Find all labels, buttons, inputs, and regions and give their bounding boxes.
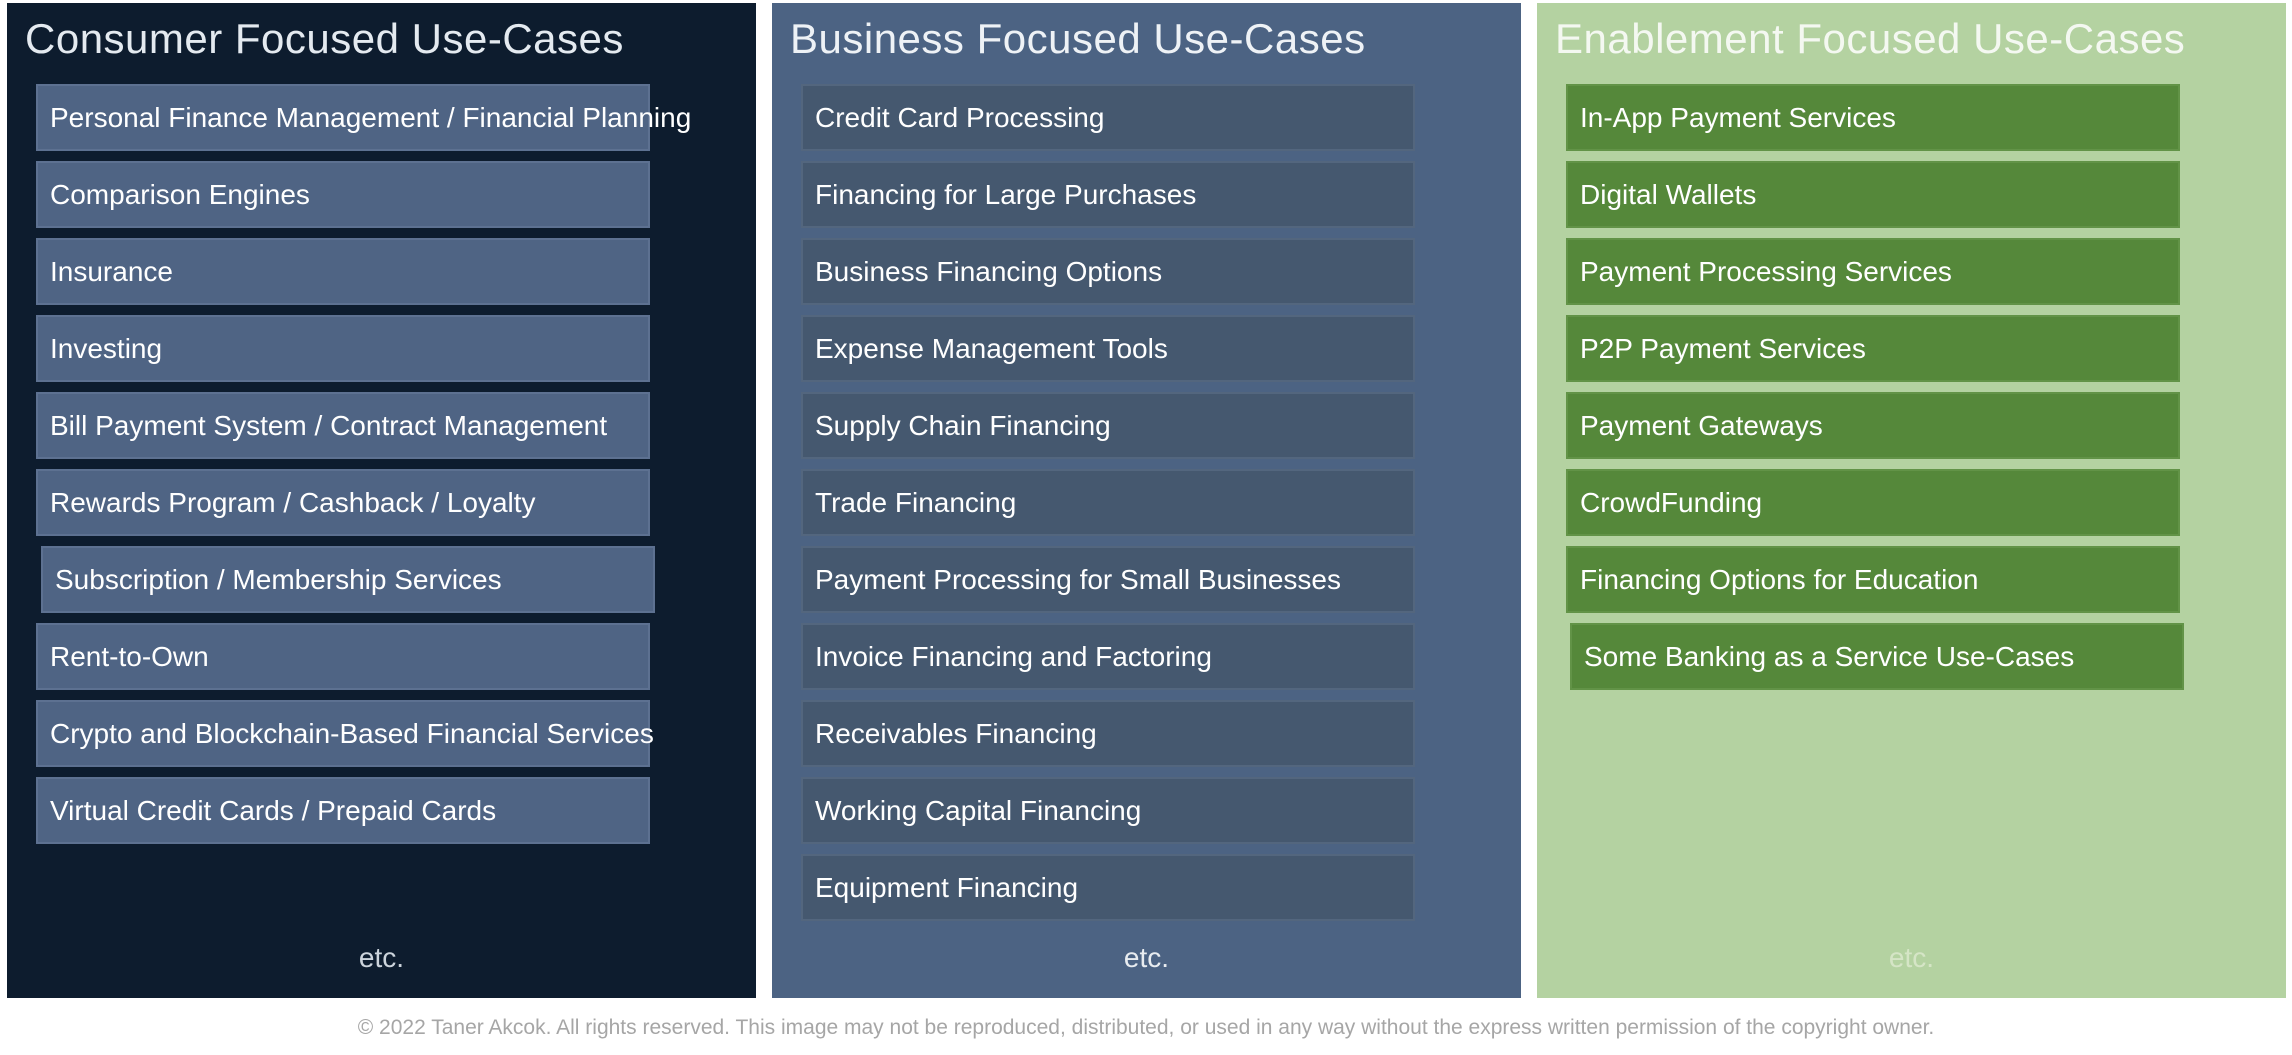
use-case-item: Investing — [36, 315, 650, 382]
use-case-list: Personal Finance Management / Financial … — [36, 84, 691, 854]
use-case-item-label: Expense Management Tools — [815, 332, 1168, 364]
use-case-item-label: Financing Options for Education — [1580, 563, 1979, 595]
use-case-item-label: Invoice Financing and Factoring — [815, 640, 1212, 672]
use-case-item: CrowdFunding — [1566, 469, 2180, 536]
use-case-item-label: Trade Financing — [815, 486, 1017, 518]
use-case-item: Some Banking as a Service Use-Cases — [1570, 623, 2184, 690]
column-title: Enablement Focused Use-Cases — [1555, 15, 2186, 62]
column-enablement-focused: Enablement Focused Use-Cases In-App Paym… — [1537, 3, 2286, 998]
use-case-item-label: Subscription / Membership Services — [55, 563, 502, 595]
use-case-item: Crypto and Blockchain-Based Financial Se… — [36, 700, 654, 767]
column-title: Business Focused Use-Cases — [790, 15, 1366, 62]
use-case-item: Payment Processing Services — [1566, 238, 2180, 305]
use-case-board: Consumer Focused Use-Cases Personal Fina… — [7, 3, 2286, 998]
use-case-item: In-App Payment Services — [1566, 84, 2180, 151]
use-case-item: Bill Payment System / Contract Managemen… — [36, 392, 650, 459]
use-case-item: Insurance — [36, 238, 650, 305]
use-case-item-label: CrowdFunding — [1580, 486, 1763, 518]
use-case-item: Expense Management Tools — [801, 315, 1415, 382]
use-case-item-label: Credit Card Processing — [815, 101, 1105, 133]
use-case-item: Equipment Financing — [801, 854, 1415, 921]
use-case-item: Invoice Financing and Factoring — [801, 623, 1415, 690]
use-case-item: Comparison Engines — [36, 161, 650, 228]
use-case-item-label: Payment Processing for Small Businesses — [815, 563, 1341, 595]
use-case-item: Trade Financing — [801, 469, 1415, 536]
use-case-item-label: Digital Wallets — [1580, 178, 1757, 210]
column-title: Consumer Focused Use-Cases — [25, 15, 624, 62]
use-case-item-label: Crypto and Blockchain-Based Financial Se… — [50, 717, 654, 749]
use-case-item: Payment Gateways — [1566, 392, 2180, 459]
use-case-item-label: Payment Gateways — [1580, 409, 1823, 441]
use-case-item: Subscription / Membership Services — [41, 546, 655, 613]
column-consumer-focused: Consumer Focused Use-Cases Personal Fina… — [7, 3, 756, 998]
use-case-item: Personal Finance Management / Financial … — [36, 84, 691, 151]
use-case-item: Payment Processing for Small Businesses — [801, 546, 1415, 613]
use-case-item: Supply Chain Financing — [801, 392, 1415, 459]
use-case-item: Rent-to-Own — [36, 623, 650, 690]
use-case-item-label: Receivables Financing — [815, 717, 1097, 749]
etc-label: etc. — [1123, 942, 1170, 973]
use-case-item-label: Payment Processing Services — [1580, 255, 1952, 287]
etc-label: etc. — [1888, 942, 1935, 973]
use-case-item: Rewards Program / Cashback / Loyalty — [36, 469, 650, 536]
use-case-item-label: Rent-to-Own — [50, 640, 209, 672]
use-case-item-label: Investing — [50, 332, 163, 364]
use-case-item-label: Supply Chain Financing — [815, 409, 1111, 441]
column-business-focused: Business Focused Use-Cases Credit Card P… — [772, 3, 1521, 998]
use-case-item-label: Equipment Financing — [815, 871, 1079, 903]
copyright-text: © 2022 Taner Akcok. All rights reserved.… — [357, 1016, 1935, 1039]
use-case-item-label: Virtual Credit Cards / Prepaid Cards — [50, 794, 497, 826]
use-case-item-label: P2P Payment Services — [1580, 332, 1866, 364]
use-case-item: P2P Payment Services — [1566, 315, 2180, 382]
use-case-item-label: Working Capital Financing — [815, 794, 1142, 826]
use-case-list: In-App Payment Services Digital Wallets … — [1566, 84, 2184, 700]
use-case-item: Working Capital Financing — [801, 777, 1415, 844]
use-case-item: Business Financing Options — [801, 238, 1415, 305]
use-case-item: Receivables Financing — [801, 700, 1415, 767]
use-case-item-label: Personal Finance Management / Financial … — [50, 101, 692, 133]
use-case-item: Digital Wallets — [1566, 161, 2180, 228]
use-case-item: Virtual Credit Cards / Prepaid Cards — [36, 777, 650, 844]
use-case-item-label: Rewards Program / Cashback / Loyalty — [50, 486, 536, 518]
use-case-list: Credit Card Processing Financing for Lar… — [801, 84, 1415, 931]
etc-label: etc. — [358, 942, 405, 973]
use-case-item-label: Comparison Engines — [50, 178, 310, 210]
use-case-item-label: In-App Payment Services — [1580, 101, 1896, 133]
use-case-item: Credit Card Processing — [801, 84, 1415, 151]
use-case-item-label: Bill Payment System / Contract Managemen… — [50, 409, 608, 441]
use-case-item-label: Financing for Large Purchases — [815, 178, 1197, 210]
use-case-item-label: Some Banking as a Service Use-Cases — [1584, 640, 2075, 672]
use-case-item: Financing for Large Purchases — [801, 161, 1415, 228]
use-case-item-label: Insurance — [50, 255, 173, 287]
use-case-item: Financing Options for Education — [1566, 546, 2180, 613]
use-case-item-label: Business Financing Options — [815, 255, 1163, 287]
